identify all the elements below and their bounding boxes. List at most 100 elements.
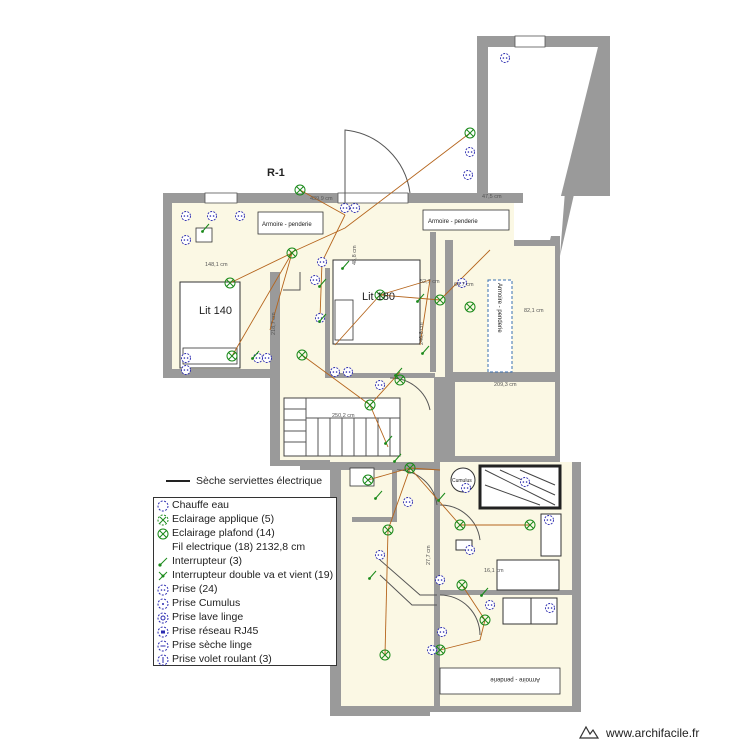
seche-serviettes-icon — [166, 480, 190, 482]
chauffe-eau-icon — [157, 500, 169, 512]
dim-2: 47,5 cm — [482, 194, 502, 200]
switch-icon — [437, 492, 446, 502]
dim-1: 439,9 cm — [310, 196, 333, 202]
ceiling-light-icon — [224, 277, 236, 289]
wall-h-cellar — [330, 462, 440, 470]
wall-bed-right-v — [325, 268, 330, 378]
ceiling-light-icon — [364, 399, 376, 411]
dim-5: 52,7 cm — [420, 279, 440, 285]
legend-box: Chauffe eau Eclairage applique (5) Eclai… — [153, 497, 337, 666]
wall-bath-v — [434, 462, 440, 707]
wall-left-bed — [270, 272, 280, 378]
door-bath — [439, 504, 481, 541]
wardrobe-bottom-label: Armoire - penderie — [490, 676, 540, 682]
water-heater-label: Cumulus — [452, 478, 472, 484]
toilet — [455, 539, 473, 551]
storage-right-2 — [455, 382, 555, 456]
wall-wc-b — [352, 517, 397, 522]
outlet-icon — [181, 353, 191, 363]
outlet-icon — [463, 170, 473, 180]
legend-row: Prise réseau RJ45 — [154, 625, 338, 639]
wall-h-store — [445, 456, 560, 462]
legend-row: Prise volet roulant (3) — [154, 653, 338, 667]
wc-fixture — [349, 467, 375, 487]
outlet-icon — [485, 600, 495, 610]
outlet-icon — [315, 313, 325, 323]
tower-room — [488, 47, 598, 240]
door-hall — [389, 377, 431, 411]
dim-3: 148,1 cm — [205, 262, 228, 268]
bathtub — [496, 559, 560, 591]
legend-label: Fil electrique (18) 2132,8 cm — [172, 541, 306, 553]
wardrobe-mid-label: Armoire - penderie — [428, 219, 478, 225]
staircase — [283, 397, 401, 457]
prise-seche-linge-icon — [157, 640, 169, 652]
wall-bath-h — [438, 590, 572, 595]
ceiling-light-icon — [464, 301, 476, 313]
legend-row: Prise Cumulus — [154, 597, 338, 611]
ceiling-light-icon — [394, 374, 406, 386]
outlet-icon — [330, 367, 340, 377]
legend-label: Chauffe eau — [172, 499, 230, 511]
dim-10: 240,8 cm — [419, 322, 425, 345]
wardrobe-right — [487, 279, 513, 373]
outlet-icon — [350, 203, 360, 213]
sink — [540, 513, 562, 557]
ceiling-light-icon — [374, 289, 386, 301]
electrical-symbols — [181, 53, 555, 661]
outlet-icon — [545, 603, 555, 613]
ceiling-light-icon — [434, 294, 446, 306]
outlet-icon — [544, 515, 554, 525]
interrupteur-icon — [158, 557, 168, 567]
ceiling-light-icon — [379, 649, 391, 661]
legend-row: Interrupteur double va et vient (19) — [154, 569, 338, 583]
switch-icon — [394, 367, 403, 377]
outlet-icon — [262, 353, 272, 363]
door-left-1 — [283, 272, 301, 291]
legend-label: Interrupteur double va et vient (19) — [172, 569, 334, 581]
ceiling-light-icon — [362, 474, 374, 486]
dim-11: 48,8 cm — [352, 245, 358, 265]
legend-row: Chauffe eau — [154, 499, 338, 513]
electrical-wires — [229, 132, 530, 656]
outlet-icon — [253, 353, 263, 363]
bed-180-label: Lit 180 — [362, 291, 395, 303]
dim-13: 16,1 cm — [484, 568, 504, 574]
dim-6: 82,1 cm — [524, 308, 544, 314]
ceiling-light-icon — [286, 247, 298, 259]
outlet-icon — [181, 211, 191, 221]
outlet-icon — [500, 53, 510, 63]
archifacile-logo-icon — [578, 725, 600, 739]
outlet-icon — [317, 257, 327, 267]
outlet-icon — [181, 235, 191, 245]
dim-8: 250,2 cm — [332, 413, 355, 419]
wardrobe-bottom — [439, 667, 561, 695]
outlet-icon — [457, 278, 467, 288]
switch-icon — [480, 587, 489, 597]
seche-serviettes-label: Sèche serviettes électrique — [196, 475, 323, 487]
dim-9: 218,7 cm — [271, 312, 277, 335]
wardrobe-left — [257, 211, 324, 235]
dim-12: 27,7 cm — [426, 545, 432, 565]
outlet-icon — [375, 550, 385, 560]
legend-row: Prise lave linge — [154, 611, 338, 625]
outlet-icon — [207, 211, 217, 221]
prise-icon — [157, 584, 169, 596]
wall-v-hall — [434, 378, 455, 462]
outlet-icon — [437, 627, 447, 637]
wall-h-dress — [445, 372, 560, 382]
window-1 — [204, 192, 238, 204]
level-label: R-1 — [267, 167, 285, 179]
desk-chair — [195, 227, 213, 243]
legend-row: Fil electrique (18) 2132,8 cm — [154, 541, 338, 555]
outlet-icon — [520, 477, 530, 487]
switch-icon — [421, 345, 430, 355]
wall-wc — [392, 462, 397, 522]
outlet-icon — [310, 275, 320, 285]
outlet-icon — [465, 147, 475, 157]
legend-label: Prise réseau RJ45 — [172, 625, 259, 637]
wall-v-mid — [430, 232, 436, 372]
ceiling-light-icon — [454, 519, 466, 531]
legend-label: Interrupteur (3) — [172, 555, 243, 567]
outlet-icon — [343, 367, 353, 377]
